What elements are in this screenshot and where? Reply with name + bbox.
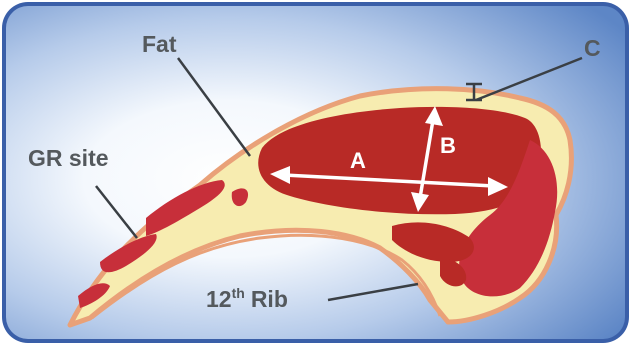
rib-number: 12 [206, 286, 232, 312]
label-gr-site: GR site [28, 145, 109, 171]
rib-suffix: th [232, 285, 245, 301]
label-c: C [584, 35, 601, 61]
label-fat: Fat [142, 31, 177, 57]
rib-word: Rib [251, 286, 288, 312]
label-b: B [440, 133, 456, 158]
label-a: A [350, 148, 366, 173]
